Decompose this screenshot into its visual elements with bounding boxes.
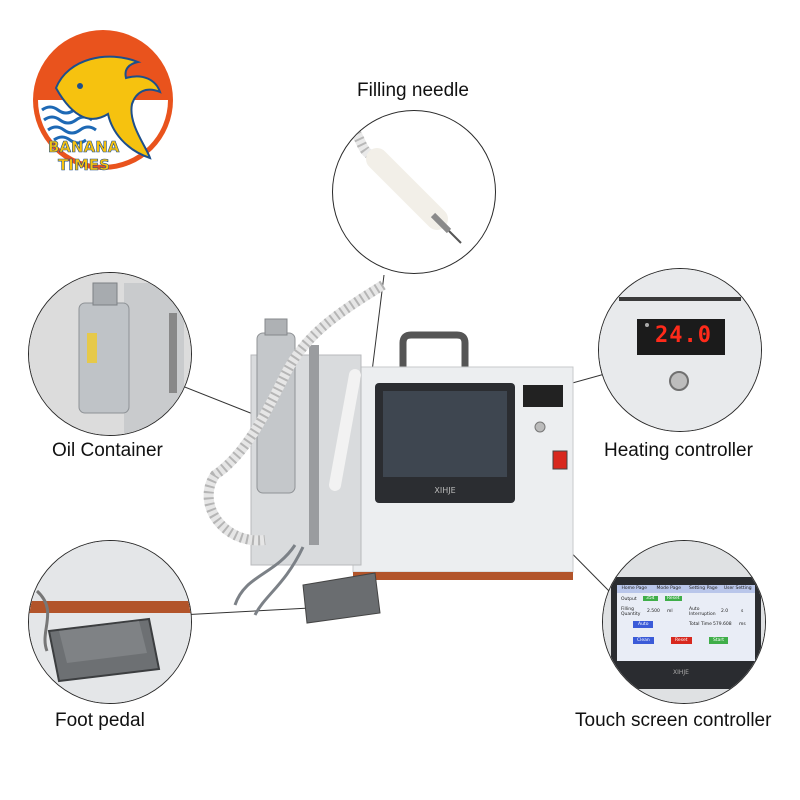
touch-screen-display: Home Page Mode Page Setting Page User Se… — [617, 585, 755, 661]
filling-needle-handle — [329, 369, 361, 491]
container-icon — [78, 302, 130, 414]
touch-screen-brand: XIHJE — [673, 669, 689, 676]
tab-home[interactable]: Home Page — [621, 586, 648, 591]
callout-circle-filling-needle — [332, 110, 496, 274]
main-screen — [383, 391, 507, 477]
callout-circle-foot-pedal — [28, 540, 192, 704]
needle-handle-icon — [366, 148, 448, 230]
filling-quantity-value[interactable]: 2.500 — [647, 609, 660, 614]
heating-controller-small — [523, 385, 563, 407]
output-label: Output — [621, 597, 637, 602]
output-value: 354 — [643, 596, 658, 601]
temperature-readout: 24.0 — [655, 323, 712, 348]
label-foot-pedal: Foot pedal — [55, 710, 145, 731]
tab-setting[interactable]: Setting Page — [689, 586, 718, 591]
auto-interval-value[interactable]: 2.0 — [721, 609, 729, 614]
tab-user-setting[interactable]: User Setting — [723, 586, 752, 591]
temperature-display — [637, 319, 725, 355]
logo-text-line1: BANANA — [48, 138, 120, 156]
auto-interval-unit: s — [741, 609, 744, 614]
main-screen-brand: XIHJE — [434, 486, 455, 495]
total-time-label: Total Time — [689, 622, 712, 627]
tab-mode[interactable]: Mode Page — [656, 586, 682, 591]
start-button[interactable]: Start — [709, 637, 728, 644]
label-oil-container: Oil Container — [52, 440, 163, 461]
reset-button[interactable]: Reset — [671, 637, 692, 644]
label-touch-screen-controller: Touch screen controller — [575, 710, 772, 731]
foot-pedal-small — [302, 572, 381, 624]
callout-circle-touch-screen: Home Page Mode Page Setting Page User Se… — [602, 540, 766, 704]
logo-text-line2: TIMES — [58, 156, 110, 174]
filling-machine: XIHJE — [203, 280, 574, 624]
carry-handle — [399, 331, 469, 367]
banana-times-logo: BANANA TIMES — [33, 30, 173, 174]
total-time-value: 579.608 — [713, 622, 732, 627]
logo-dolphin-icon — [54, 55, 162, 160]
label-heating-controller: Heating controller — [604, 440, 753, 461]
filling-quantity-label: Filling Quantity — [621, 607, 641, 617]
pedal-cable — [233, 544, 305, 616]
filling-quantity-unit: ml — [667, 609, 673, 614]
total-time-unit: ms — [739, 622, 746, 627]
knob-icon — [669, 371, 689, 391]
callout-circle-oil-container — [28, 272, 192, 436]
auto-button[interactable]: Auto — [633, 621, 654, 628]
auto-interval-label: Auto Interruption — [689, 607, 716, 617]
support-rod — [309, 345, 319, 545]
output-reset-button[interactable]: Reset — [665, 596, 682, 601]
label-filling-needle: Filling needle — [357, 80, 469, 101]
knob-icon — [534, 421, 546, 433]
power-switch — [552, 450, 568, 470]
callout-circle-heating-controller: 24.0 — [598, 268, 762, 432]
oil-container-cap — [264, 318, 288, 336]
clean-button[interactable]: Clean — [633, 637, 654, 644]
machine-base — [353, 572, 573, 580]
